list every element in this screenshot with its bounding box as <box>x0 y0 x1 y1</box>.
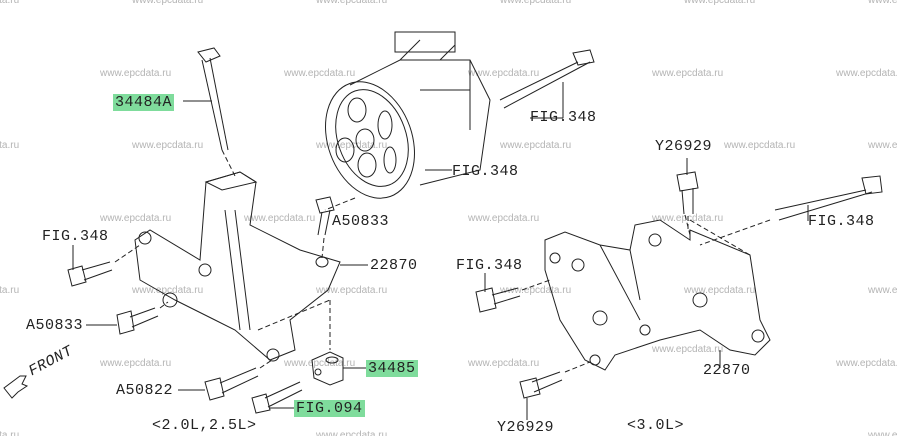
watermark: www.epcdata.ru <box>0 140 20 151</box>
watermark: www.epcdata.ru <box>868 430 897 436</box>
watermark: www.epcdata.ru <box>500 285 572 296</box>
watermark: www.epcdata.ru <box>132 0 204 6</box>
part-label-a50833[interactable]: A50833 <box>26 317 84 334</box>
watermark: www.epcdata.ru <box>316 430 388 436</box>
ref-label-fig348[interactable]: FIG.348 <box>530 109 597 126</box>
watermark: www.epcdata.ru <box>468 67 540 79</box>
watermark: www.epcdata.ru <box>0 430 20 436</box>
bolt-fig348-left <box>67 244 141 287</box>
watermark: www.epcdata.ru <box>0 285 20 296</box>
watermark: www.epcdata.ru <box>468 212 540 224</box>
watermark: www.epcdata.ru <box>100 212 172 224</box>
watermark: www.epcdata.ru <box>836 67 897 79</box>
watermark: www.epcdata.ru <box>868 0 897 6</box>
watermark: www.epcdata.ru <box>652 343 724 355</box>
ref-label-fig348[interactable]: FIG.348 <box>808 213 875 230</box>
watermark: www.epcdata.ru <box>100 67 172 79</box>
part-label-a50833[interactable]: A50833 <box>332 213 390 230</box>
ref-label-fig348[interactable]: FIG.348 <box>456 257 523 274</box>
bolt-a50822 <box>178 359 273 401</box>
part-label-34484a[interactable]: 34484A <box>113 94 175 111</box>
front-arrow-icon <box>3 375 29 399</box>
watermark: www.epcdata.ru <box>284 357 356 369</box>
bracket-22870-right <box>544 214 771 371</box>
watermark: www.epcdata.ru <box>244 212 316 224</box>
bolt-fig348-mid <box>475 273 551 313</box>
watermark: www.epcdata.ru <box>284 67 356 79</box>
watermark: www.epcdata.ru <box>836 357 897 369</box>
bolt-y26929-bottom <box>519 361 591 420</box>
part-label-22870[interactable]: 22870 <box>703 362 751 379</box>
watermark: www.epcdata.ru <box>100 357 172 369</box>
variant-label: <3.0L> <box>627 417 685 434</box>
part-label-y26929[interactable]: Y26929 <box>655 138 713 155</box>
bolt-a50833-left <box>86 301 169 335</box>
part-label-22870[interactable]: 22870 <box>370 257 418 274</box>
part-label-y26929[interactable]: Y26929 <box>497 419 555 436</box>
ref-label-fig094[interactable]: FIG.094 <box>294 400 365 417</box>
watermark: www.epcdata.ru <box>500 0 572 6</box>
part-label-34485[interactable]: 34485 <box>366 360 418 377</box>
watermark: www.epcdata.ru <box>0 0 20 6</box>
watermark: www.epcdata.ru <box>724 140 796 151</box>
watermark: www.epcdata.ru <box>684 0 756 6</box>
watermark: www.epcdata.ru <box>500 140 572 151</box>
watermark: www.epcdata.ru <box>316 0 388 6</box>
watermark: www.epcdata.ru <box>316 285 388 296</box>
watermark: www.epcdata.ru <box>684 285 756 296</box>
part-label-a50822[interactable]: A50822 <box>116 382 174 399</box>
bolt-34484a <box>183 47 237 179</box>
watermark: www.epcdata.ru <box>132 285 204 296</box>
bracket-22870-left <box>134 171 368 362</box>
variant-label: <2.0L,2.5L> <box>152 417 257 434</box>
watermark: www.epcdata.ru <box>868 140 897 151</box>
ref-label-fig348[interactable]: FIG.348 <box>42 228 109 245</box>
spacer-34485 <box>257 299 366 386</box>
watermark: www.epcdata.ru <box>652 67 724 79</box>
bolt-fig094 <box>251 381 303 414</box>
ref-label-fig348[interactable]: FIG.348 <box>452 163 519 180</box>
bolt-fig348-right <box>699 175 883 246</box>
watermark: www.epcdata.ru <box>132 140 204 151</box>
watermark: www.epcdata.ru <box>868 285 897 296</box>
bolt-fig348-top <box>499 49 595 119</box>
watermark: www.epcdata.ru <box>316 140 388 151</box>
bolt-y26929-top <box>676 158 699 232</box>
bolt-a50833-top <box>315 196 335 259</box>
power-steering-pump <box>324 31 491 211</box>
watermark: www.epcdata.ru <box>468 357 540 369</box>
